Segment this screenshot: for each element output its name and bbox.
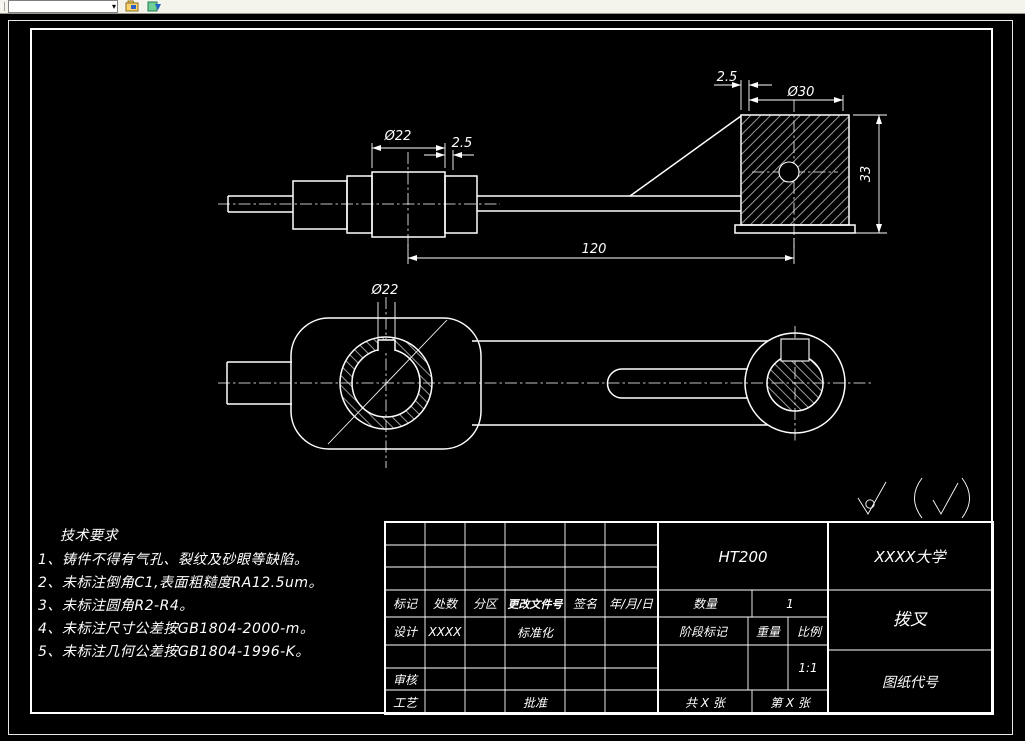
sheet-index: 第 X 张 bbox=[770, 696, 812, 710]
tech-req-item: 3、未标注圆角R2-R4。 bbox=[38, 598, 194, 614]
dim-dia22-top: Ø22 bbox=[371, 283, 399, 298]
scale-value: 1:1 bbox=[798, 661, 817, 675]
technical-requirements: 技术要求 1、铸件不得有气孔、裂纹及砂眼等缺陷。 2、未标注倒角C1,表面粗糙度… bbox=[38, 528, 323, 661]
quantity-value: 1 bbox=[786, 597, 794, 611]
roughness-paren-right-icon bbox=[961, 477, 970, 519]
dim-wall: 2.5 bbox=[717, 70, 738, 85]
roughness-check-icon bbox=[932, 482, 959, 515]
toolbar: ▾ bbox=[0, 0, 1025, 14]
stage-label: 阶段标记 bbox=[679, 625, 728, 639]
dim-length120: 120 bbox=[582, 242, 607, 257]
title-block: 标记 处数 分区 更改文件号 签名 年/月/日 设计 XXXX 标准化 审核 工… bbox=[384, 521, 994, 715]
tech-req-item: 2、未标注倒角C1,表面粗糙度RA12.5um。 bbox=[38, 575, 324, 591]
design-name: XXXX bbox=[428, 625, 463, 639]
approve-label: 批准 bbox=[523, 696, 549, 710]
surface-roughness-symbols bbox=[857, 477, 970, 519]
tech-req-item: 1、铸件不得有气孔、裂纹及砂眼等缺陷。 bbox=[38, 552, 309, 568]
roughness-cast-icon bbox=[857, 481, 887, 515]
col-signature: 签名 bbox=[573, 597, 598, 611]
col-change-file-no: 更改文件号 bbox=[508, 598, 564, 611]
col-mark: 标记 bbox=[393, 597, 418, 611]
process-label: 工艺 bbox=[393, 696, 419, 710]
front-view: Ø22 2.5 2.5 Ø30 33 bbox=[218, 70, 887, 264]
folder-open-icon[interactable] bbox=[125, 0, 140, 13]
col-count: 处数 bbox=[433, 597, 459, 611]
col-zone: 分区 bbox=[473, 597, 499, 611]
part-cube-icon[interactable] bbox=[147, 0, 162, 13]
design-label: 设计 bbox=[393, 625, 419, 639]
school-name: XXXX大学 bbox=[873, 548, 947, 566]
standardize-label: 标准化 bbox=[517, 626, 555, 640]
material-value: HT200 bbox=[718, 548, 767, 566]
col-date: 年/月/日 bbox=[609, 597, 654, 611]
right-keyway bbox=[780, 338, 810, 362]
tech-req-item: 5、未标注几何公差按GB1804-1996-K。 bbox=[38, 644, 310, 660]
drawing-canvas[interactable]: Ø22 2.5 2.5 Ø30 33 bbox=[0, 14, 1025, 741]
sheets-total: 共 X 张 bbox=[685, 696, 727, 710]
roughness-paren-left-icon bbox=[914, 477, 923, 519]
paper-edge bbox=[8, 20, 1013, 735]
scale-label: 比例 bbox=[797, 625, 823, 639]
dim-height33: 33 bbox=[859, 166, 874, 183]
pin-hole bbox=[778, 161, 800, 183]
audit-label: 审核 bbox=[393, 673, 419, 687]
chevron-down-icon: ▾ bbox=[111, 2, 116, 11]
tech-req-item: 4、未标注尺寸公差按GB1804-2000-m。 bbox=[38, 621, 315, 637]
layer-combobox[interactable]: ▾ bbox=[8, 0, 118, 13]
quantity-label: 数量 bbox=[693, 597, 718, 611]
part-name: 拨叉 bbox=[893, 610, 928, 630]
dim-dia22-front: Ø22 bbox=[384, 129, 412, 144]
weight-label: 重量 bbox=[756, 625, 781, 639]
toolbar-grip[interactable] bbox=[1, 2, 5, 11]
top-view: Ø22 bbox=[218, 283, 872, 468]
dim-dia30: Ø30 bbox=[787, 85, 815, 100]
drawing-no: 图纸代号 bbox=[882, 675, 939, 691]
tech-req-title: 技术要求 bbox=[60, 528, 118, 544]
dim-chamfer-hub: 2.5 bbox=[452, 136, 473, 151]
